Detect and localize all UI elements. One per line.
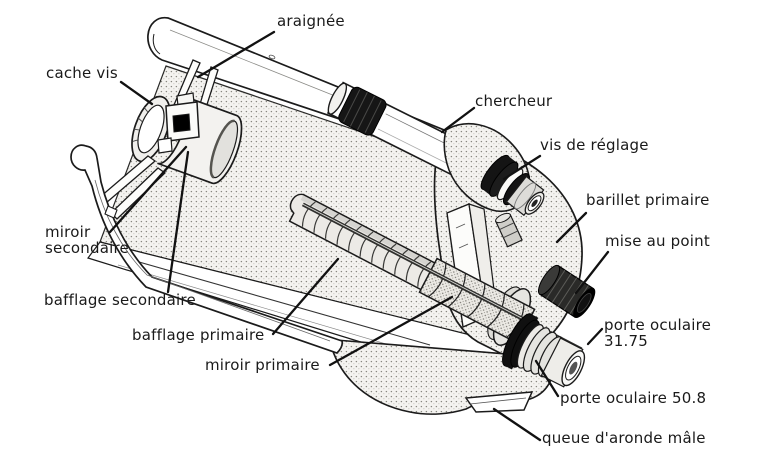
leader-barillet-primaire bbox=[555, 211, 588, 244]
leader-miroir-primaire bbox=[328, 295, 454, 367]
leader-lines bbox=[108, 30, 610, 442]
label-porte-oculaire-508: porte oculaire 50.8 bbox=[560, 389, 707, 407]
adjustment-screw-post bbox=[494, 212, 523, 248]
label-queue-daronde-male: queue d'aronde mâle bbox=[542, 429, 706, 447]
dovetail-plate bbox=[464, 391, 534, 413]
leader-porte-oculaire-3175 bbox=[586, 327, 604, 346]
leader-queue-daronde bbox=[492, 407, 542, 442]
leader-bafflage-secondaire bbox=[166, 150, 190, 294]
leader-chercheur bbox=[440, 106, 476, 134]
eyepiece-holder bbox=[502, 313, 586, 388]
lower-shell-front-lip bbox=[70, 144, 344, 354]
label-mise-au-point: mise au point bbox=[605, 232, 710, 250]
leader-cache-vis bbox=[119, 80, 154, 106]
label-miroir-secondaire: miroir secondaire bbox=[45, 223, 129, 258]
label-chercheur: chercheur bbox=[475, 92, 553, 110]
finder-objective-ring bbox=[338, 86, 387, 136]
leader-mise-au-point bbox=[574, 250, 610, 295]
label-cache-vis: cache vis bbox=[46, 64, 118, 82]
leader-porte-oculaire-508 bbox=[534, 359, 560, 398]
baffle-threads bbox=[301, 201, 432, 287]
label-bafflage-primaire: bafflage primaire bbox=[132, 326, 265, 344]
secondary-mirror-holder bbox=[157, 92, 200, 154]
primary-baffle bbox=[288, 193, 583, 352]
label-porte-oculaire-3175: porte oculaire 31.75 bbox=[604, 316, 712, 351]
secondary-mirror-housing bbox=[157, 92, 243, 185]
label-araignee: araignée bbox=[277, 12, 345, 30]
leader-miroir-secondaire bbox=[108, 145, 188, 234]
label-bafflage-secondaire: bafflage secondaire bbox=[44, 291, 196, 309]
leader-araignee bbox=[196, 30, 276, 79]
adjustment-screw bbox=[480, 154, 545, 217]
focus-knob bbox=[537, 264, 596, 319]
label-miroir-primaire: miroir primaire bbox=[205, 356, 320, 374]
spider-vanes-lower bbox=[99, 155, 167, 220]
leader-bafflage-primaire bbox=[271, 257, 340, 336]
label-barillet-primaire: barillet primaire bbox=[586, 191, 710, 209]
leader-vis-de-reglage bbox=[502, 154, 542, 181]
label-vis-de-reglage: vis de réglage bbox=[540, 136, 649, 154]
finder-scope bbox=[326, 81, 475, 180]
